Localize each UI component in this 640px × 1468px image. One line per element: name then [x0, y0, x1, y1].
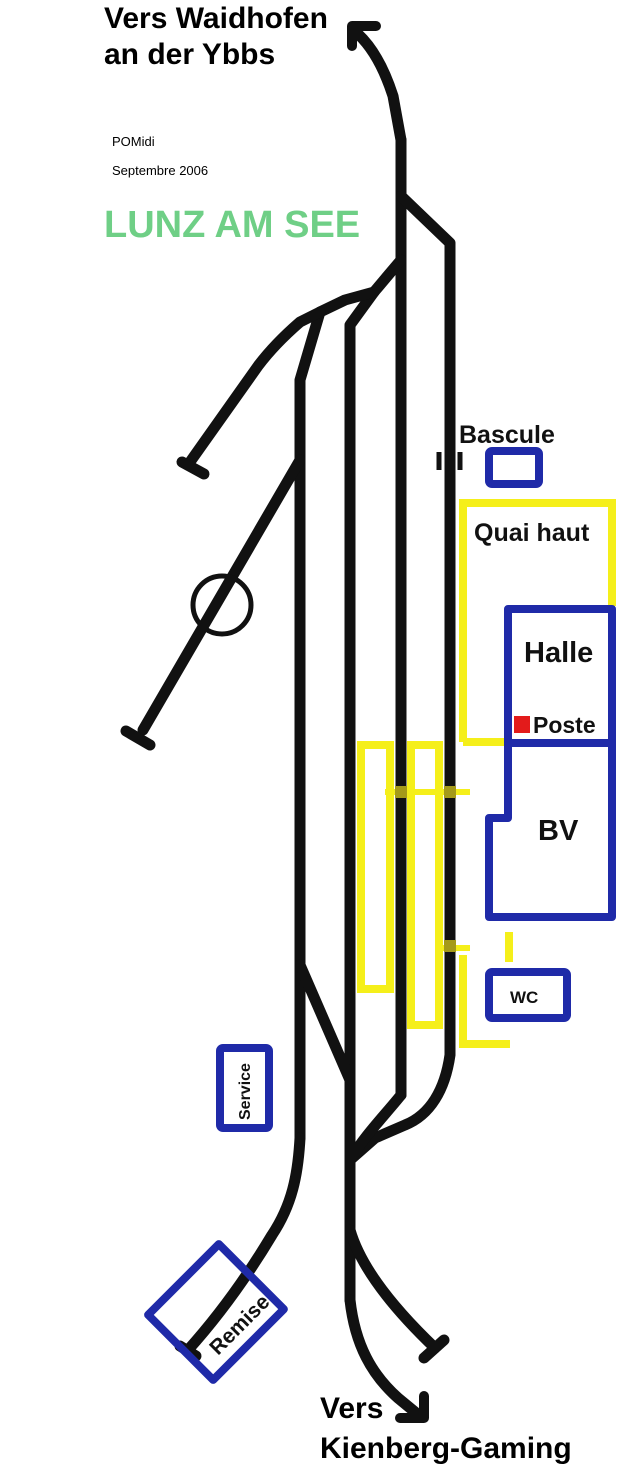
- track-west-center: [344, 254, 407, 1306]
- poste-marker: [514, 716, 530, 733]
- track-siding-south-east: [344, 1224, 441, 1354]
- platform-left-island: [357, 741, 394, 993]
- track-remise: [182, 1132, 306, 1356]
- label-service: Service: [237, 1063, 254, 1120]
- track-west: [294, 286, 380, 1144]
- track-main-north: [352, 28, 407, 266]
- turntable-icon: [190, 573, 254, 637]
- crossing-marker: [444, 940, 456, 952]
- track-siding-turntable: [137, 454, 306, 736]
- building-remise: [144, 1240, 288, 1384]
- tracks: [137, 28, 456, 1418]
- crossing-marker: [395, 786, 407, 798]
- label-bascule: Bascule: [459, 421, 555, 449]
- track-siding-north-west: [184, 306, 326, 468]
- building-bv: [485, 739, 616, 921]
- bascule-marks: [436, 452, 463, 470]
- building-wc: [485, 968, 571, 1022]
- platform-middle-island: [407, 741, 443, 1029]
- track-main-south: [344, 1294, 421, 1418]
- arrow-north-icon: [347, 21, 381, 51]
- destination-north-line1: Vers Waidhofen: [104, 2, 328, 35]
- label-quai-haut: Quai haut: [474, 519, 590, 547]
- buffer-stop-turntable: [120, 725, 156, 751]
- track-crossover-south: [294, 959, 356, 1086]
- buffer-stop-south-east: [418, 1334, 450, 1364]
- crossing-markers: [395, 786, 456, 952]
- track-east: [344, 190, 456, 1166]
- platforms: [357, 499, 616, 1048]
- credit-author: POMidi: [112, 134, 155, 149]
- buffer-stop-north-west: [176, 456, 210, 480]
- platform-quai-haut: [459, 499, 616, 742]
- label-bv: BV: [538, 815, 579, 847]
- platform-east-lower: [459, 955, 510, 1048]
- crossing-marker: [444, 786, 456, 798]
- building-service: [216, 1044, 273, 1132]
- arrow-south-icon: [395, 1391, 429, 1423]
- buildings: [144, 447, 616, 1384]
- label-poste: Poste: [533, 712, 596, 738]
- credit-date: Septembre 2006: [112, 163, 208, 178]
- destination-south-line2: Kienberg-Gaming: [320, 1432, 572, 1465]
- station-title: LUNZ AM SEE: [104, 204, 360, 246]
- label-wc: WC: [510, 988, 538, 1007]
- destination-south-line1: Vers: [320, 1392, 383, 1425]
- building-bascule: [485, 447, 543, 488]
- destination-north-line2: an der Ybbs: [104, 38, 275, 71]
- label-halle: Halle: [524, 637, 593, 669]
